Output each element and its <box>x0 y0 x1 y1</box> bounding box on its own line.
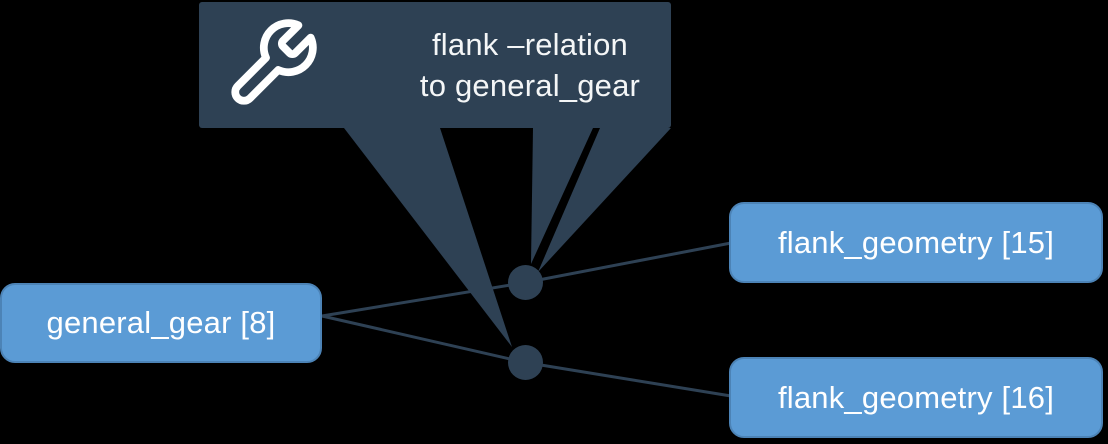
node-flank-geometry-16-label: flank_geometry [16] <box>777 379 1055 415</box>
relation-dot-lower[interactable] <box>508 345 543 380</box>
tooltip-pointer-left <box>344 128 512 347</box>
node-flank-geometry-15[interactable]: flank_geometry [15] <box>729 202 1103 283</box>
node-flank-geometry-15-label: flank_geometry [15] <box>777 224 1055 260</box>
node-general-gear[interactable]: general_gear [8] <box>0 283 322 363</box>
wrench-icon <box>231 19 317 105</box>
node-general-gear-label: general_gear [8] <box>46 305 276 340</box>
tooltip-text: flank –relation to general_gear <box>399 2 661 128</box>
relation-dot-upper[interactable] <box>508 265 543 300</box>
edge-dot-upper-to-flank-15 <box>525 241 732 284</box>
tooltip-pointer-right <box>538 128 671 272</box>
tooltip-title-line2: to general_gear <box>419 68 641 103</box>
node-flank-geometry-16[interactable]: flank_geometry [16] <box>729 357 1103 438</box>
tooltip-pointer-middle <box>531 128 593 264</box>
tooltip-title-line1: flank –relation <box>431 27 628 62</box>
edge-dot-lower-to-flank-16 <box>525 361 732 398</box>
relation-tooltip: flank –relation to general_gear <box>199 2 671 128</box>
edge-general-gear-to-dot-lower <box>321 314 526 364</box>
